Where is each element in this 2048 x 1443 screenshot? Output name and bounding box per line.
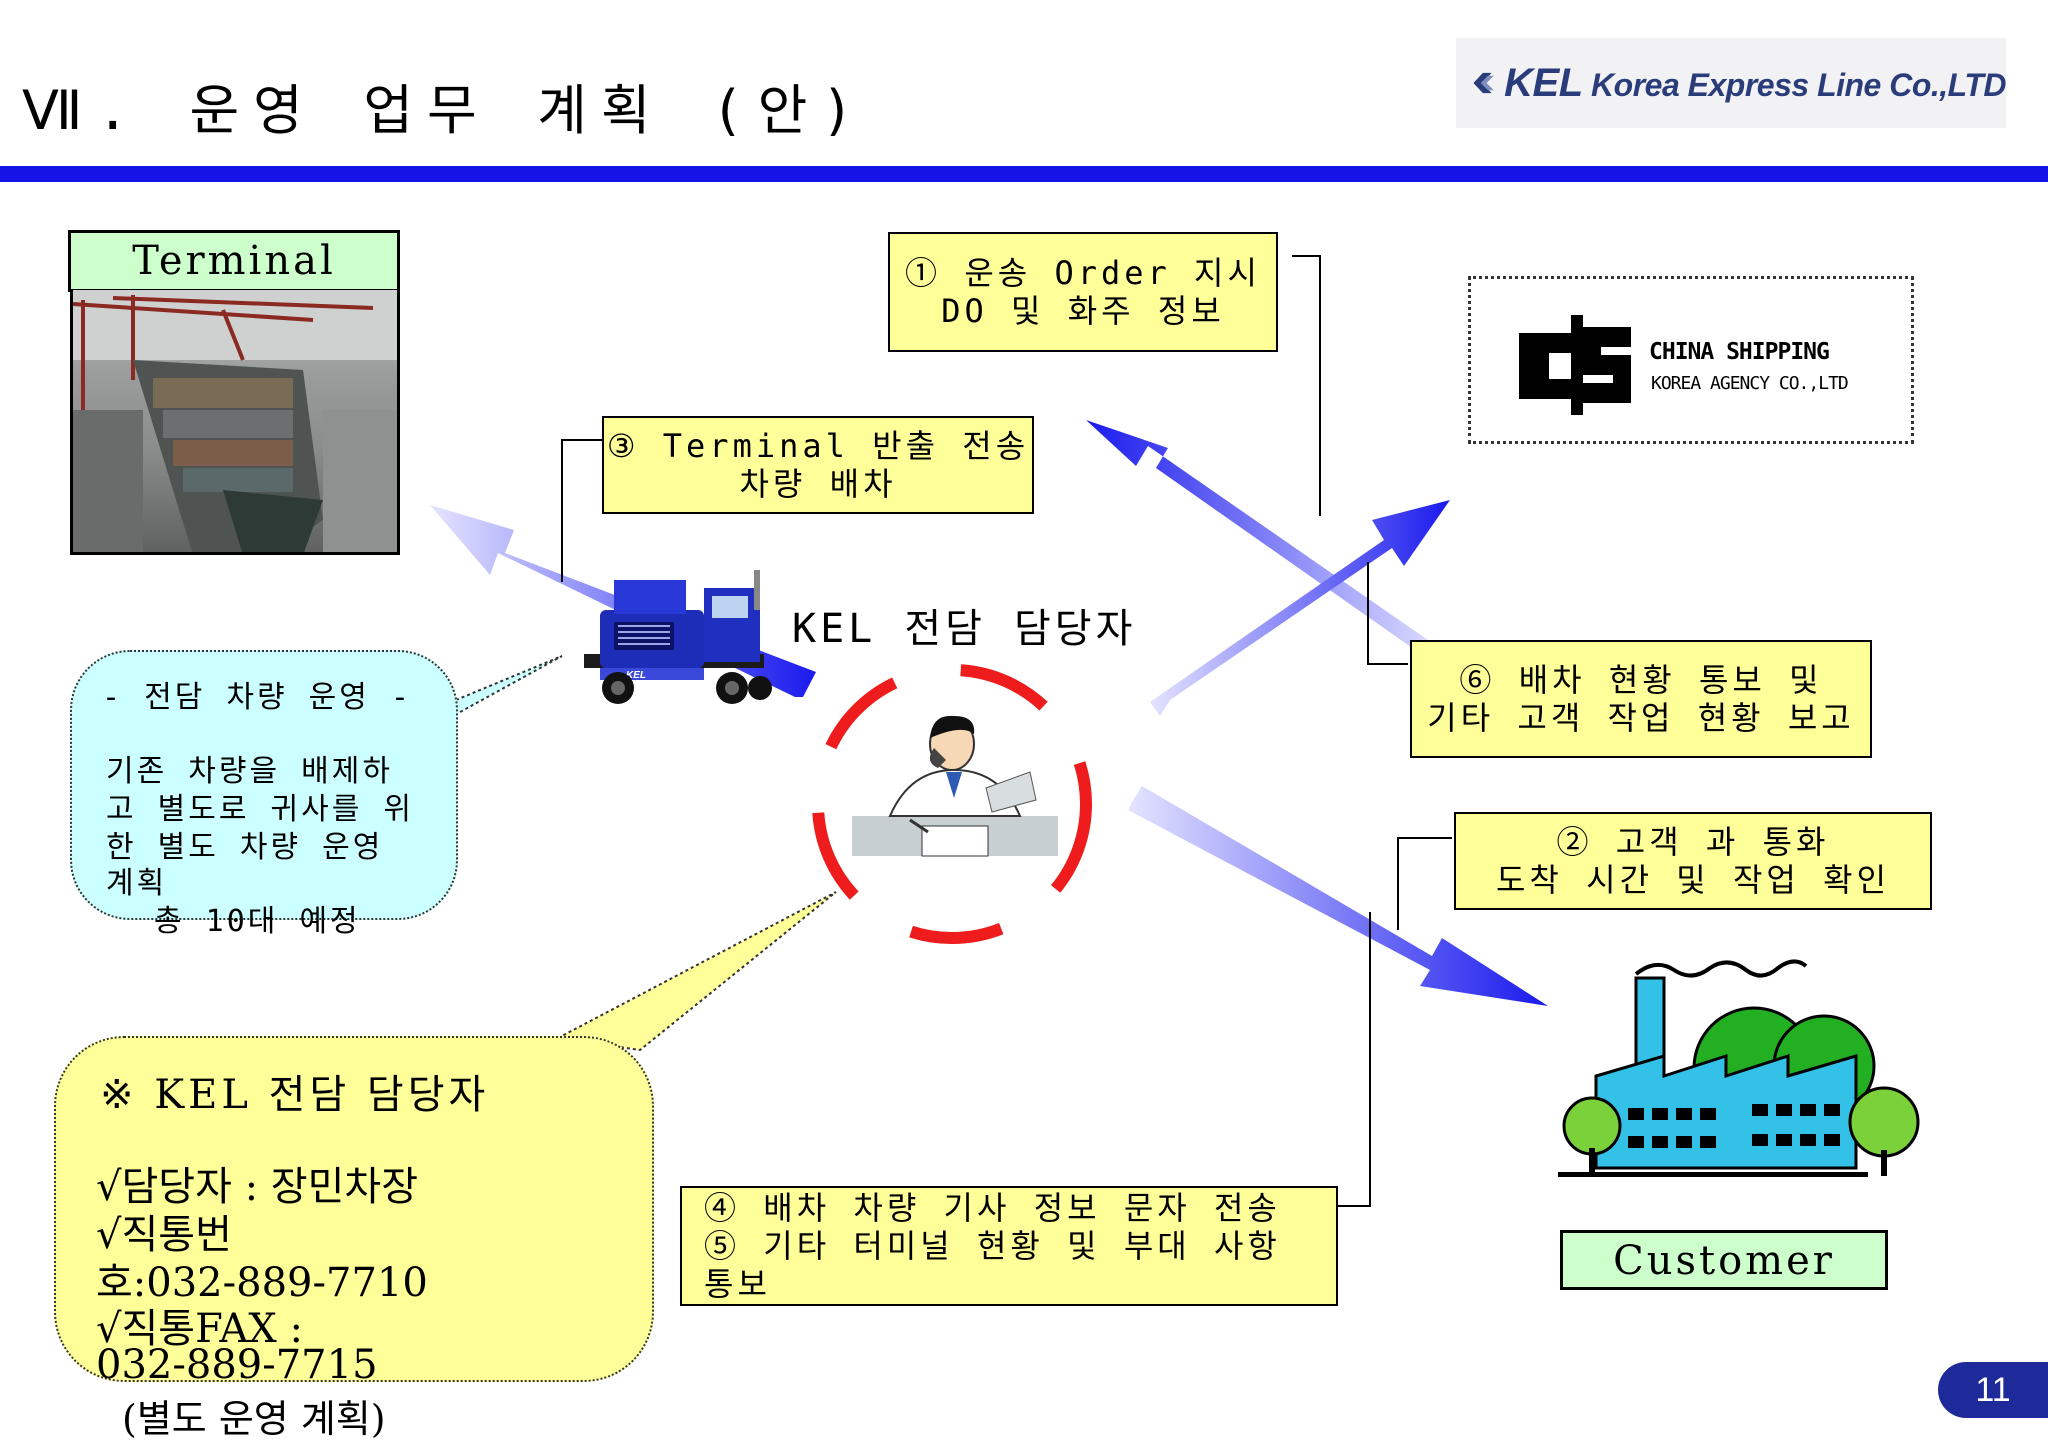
bubble-contact-line-3: 호:032-889-7710: [96, 1260, 428, 1306]
connector-note-3: [561, 439, 602, 582]
connector-note-2: [1397, 837, 1452, 930]
center-ring: [812, 664, 1092, 944]
note-2-line-2: 도착 시간 및 작업 확인: [1495, 861, 1891, 899]
note-order-instruction: ① 운송 Order 지시 DO 및 화주 정보: [888, 232, 1278, 352]
connector-note-4: [1338, 912, 1371, 1207]
note-3-line-2: 차량 배차: [739, 465, 897, 503]
connector-note-6: [1367, 562, 1408, 665]
bubble-contact-line-4: √직통FAX :: [96, 1306, 303, 1352]
terminal-label: Terminal: [68, 230, 400, 292]
bubble-contact-line-2: √직통번: [96, 1212, 232, 1258]
ship-terminal-photo: [70, 290, 400, 555]
bubble-tail-contact: [554, 891, 837, 1052]
cs-line-2: KOREA AGENCY CO.,LTD: [1651, 373, 1849, 394]
note-terminal-dispatch: ③ Terminal 반출 전송 차량 배차: [602, 416, 1034, 514]
page-number: 11: [1938, 1362, 2048, 1418]
customer-label: Customer: [1560, 1230, 1888, 1290]
note-2-line-1: ② 고객 과 통화: [1556, 823, 1830, 861]
kel-logo: KEL Korea Express Line Co.,LTD: [1456, 38, 2006, 128]
bubble-vehicle-line-2: 고 별도로 귀사를 위: [106, 792, 414, 827]
note-6-line-2: 기타 고객 작업 현황 보고: [1427, 699, 1855, 737]
kel-logo-icon: [1473, 72, 1494, 94]
note-customer-call: ② 고객 과 통화 도착 시간 및 작업 확인: [1454, 812, 1932, 910]
bubble-contact-heading: ※ KEL 전담 담당자: [100, 1072, 490, 1118]
operator-icon: [852, 715, 1058, 857]
connector-note-1: [1292, 255, 1321, 516]
bubble-tail-vehicle: [441, 655, 563, 723]
note-1-line-1: ① 운송 Order 지시: [905, 254, 1261, 292]
bubble-vehicle-line-4: 계획: [106, 866, 168, 901]
bubble-vehicle-heading: - 전담 차량 운영 -: [102, 680, 412, 715]
note-3-line-1: ③ Terminal 반출 전송: [606, 427, 1030, 465]
bubble-vehicle-operation: - 전담 차량 운영 - 기존 차량을 배제하 고 별도로 귀사를 위 한 별도…: [70, 650, 458, 939]
note-dispatch-report: ⑥ 배차 현황 통보 및 기타 고객 작업 현황 보고: [1410, 640, 1872, 758]
cs-line-1: CHINA SHIPPING: [1649, 339, 1830, 365]
bubble-vehicle-line-5: 총 10대 예정: [154, 904, 361, 939]
note-driver-info: ④ 배차 차량 기사 정보 문자 전송 ⑤ 기타 터미널 현황 및 부대 사항 …: [680, 1186, 1338, 1306]
bubble-contact-line-5: 032-889-7715: [96, 1342, 378, 1388]
note-6-line-1: ⑥ 배차 현황 통보 및: [1459, 661, 1823, 699]
svg-text:KEL: KEL: [626, 670, 646, 681]
bubble-contact-line-1: √담당자 : 장민차장: [96, 1164, 418, 1210]
page-title: Ⅶ. 운영 업무 계획 (안): [22, 79, 868, 142]
bubble-contact: ※ KEL 전담 담당자 √담당자 : 장민차장 √직통번 호:032-889-…: [54, 1036, 654, 1441]
kel-company: Korea Express Line Co.,LTD: [1591, 66, 2006, 103]
center-label: KEL 전담 담당자: [792, 606, 1137, 652]
kel-brand: KEL: [1504, 60, 1583, 105]
china-shipping-logo-icon: [1519, 315, 1631, 415]
bubble-contact-line-6: (별도 운영 계획): [122, 1397, 386, 1441]
bubble-vehicle-line-1: 기존 차량을 배제하: [106, 754, 393, 789]
arrow-from-china-shipping: [1086, 420, 1450, 666]
arrow-to-customer: [1128, 786, 1548, 1006]
note-5-line: ⑤ 기타 터미널 현황 및 부대 사항 통보: [704, 1227, 1281, 1303]
factory-icon: [1558, 959, 1920, 1177]
truck-icon: KEL: [584, 570, 772, 704]
note-1-line-2: DO 및 화주 정보: [941, 292, 1225, 330]
title-bar: [0, 166, 2048, 182]
arrow-to-china-shipping: [1150, 500, 1450, 716]
china-shipping-logo: CHINA SHIPPING KOREA AGENCY CO.,LTD: [1468, 276, 1914, 444]
note-4-line: ④ 배차 차량 기사 정보 문자 전송: [704, 1189, 1281, 1227]
bubble-vehicle-line-3: 한 별도 차량 운영: [106, 830, 384, 865]
